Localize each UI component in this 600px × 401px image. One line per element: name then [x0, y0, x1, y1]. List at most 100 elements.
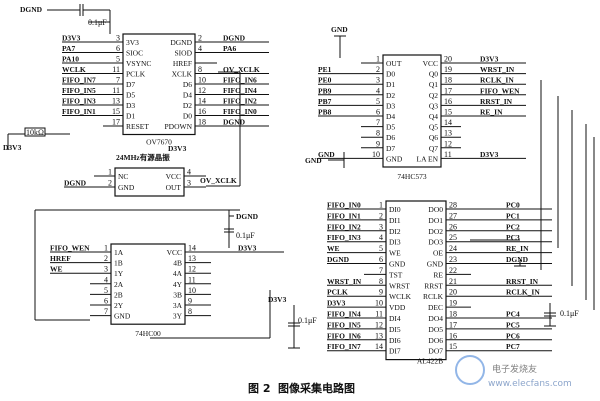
- al422b-net-label: WRST_IN: [327, 277, 362, 286]
- al422b-body: [385, 200, 447, 361]
- ov7670-net-label: OV_XCLK: [223, 65, 260, 74]
- ov7670-net-label: FIFO_IN4: [223, 86, 257, 95]
- ov7670-pin-name: D4: [183, 91, 192, 100]
- al422b-pin-number: 4: [379, 233, 383, 242]
- hc573-pin-name: D4: [386, 112, 395, 121]
- hc573-pin-number: 17: [444, 86, 452, 95]
- hc00-part-name: 74HC00: [135, 329, 161, 338]
- al422b-net-label: RE_IN: [506, 244, 529, 253]
- al422b-pin-number: 2: [379, 211, 383, 220]
- hc00-pin-name: GND: [114, 312, 131, 321]
- al422b-pin-number: 26: [449, 222, 457, 231]
- hc573-pin-number: 9: [376, 139, 380, 148]
- wire-layer: [7, 41, 595, 352]
- hc00-pin-name: 2B: [114, 290, 123, 299]
- hc00-pin-number: 1: [104, 244, 108, 253]
- hc00-pin-number: 10: [188, 286, 196, 295]
- ov7670-pin-name: D5: [126, 91, 135, 100]
- al422b-pin-number: 1: [379, 201, 383, 210]
- hc573-net-label: PE0: [318, 76, 332, 85]
- ov7670-pin-number: 5: [116, 55, 120, 64]
- hc00-pin-number: 4: [104, 275, 108, 284]
- ov7670-pin-number: 8: [198, 65, 202, 74]
- hc573-pin-name: OUT: [386, 59, 402, 68]
- ov7670-pin-number: 6: [116, 44, 120, 53]
- al422b-pin-number: 24: [449, 244, 457, 253]
- net-ovxclk-osc: OV_XCLK: [200, 176, 237, 185]
- hc573-net-label: FIFO_WEN: [480, 86, 520, 95]
- hc00-pin-number: 13: [188, 254, 196, 263]
- al422b-net-label: PC7: [506, 342, 520, 351]
- net-d3v3-osc: D3V3: [168, 144, 187, 153]
- hc00-pin-name: 1B: [114, 259, 123, 268]
- ov7670-net-label: FIFO_IN5: [62, 86, 96, 95]
- ov7670-pin-name: HREF: [173, 59, 192, 68]
- al422b-net-label: DGND: [327, 255, 350, 264]
- hc00-net-label: WE: [50, 265, 63, 274]
- al422b-net-label: FIFO_IN0: [327, 201, 361, 210]
- al422b-pin-name: DI5: [389, 325, 401, 334]
- ov7670-pin-name: 3V3: [126, 38, 139, 47]
- ov7670-net-label: FIFO_IN0: [223, 107, 257, 116]
- al422b-pin-number: 27: [449, 211, 457, 220]
- hc00-pin-name: 3Y: [173, 312, 183, 321]
- ov7670-pin-name: D7: [126, 80, 135, 89]
- osc-pin-name: OUT: [166, 183, 182, 192]
- net-d3v3-al422b: D3V3: [268, 295, 287, 304]
- hc00-net-label: FIFO_WEN: [50, 244, 90, 253]
- hc573-pin-number: 7: [376, 118, 380, 127]
- hc573-net-label: WRST_IN: [480, 65, 515, 74]
- osc-pin-number: 3: [187, 179, 191, 188]
- hc573-pin-number: 8: [376, 129, 380, 138]
- hc573-pin-name: VCC: [423, 59, 438, 68]
- al422b-net-label: PC1: [506, 211, 520, 220]
- ov7670-pin-number: 3: [116, 34, 120, 43]
- net-gnd-573-top: GND: [331, 25, 348, 34]
- al422b-net-label: PCLK: [327, 288, 348, 297]
- ov7670-net-label: FIFO_IN6: [223, 76, 257, 85]
- osc-pin-number: 4: [187, 168, 191, 177]
- al422b-net-label: PC4: [506, 310, 520, 319]
- al422b-net-label: RCLK_IN: [506, 288, 540, 297]
- al422b-pin-number: 5: [379, 244, 383, 253]
- al422b-pin-name: DO4: [428, 314, 443, 323]
- al422b-pin-number: 25: [449, 233, 457, 242]
- hc573-pin-name: Q6: [429, 133, 438, 142]
- hc573-pin-number: 16: [444, 97, 452, 106]
- al422b-pin-number: 9: [379, 288, 383, 297]
- al422b-pin-name: DI4: [389, 314, 401, 323]
- hc573-net-label: D3V3: [480, 55, 499, 64]
- ov7670-pin-name: PCLK: [126, 70, 146, 79]
- hc573-pin-name: Q0: [429, 70, 438, 79]
- al422b-pin-name: RRST: [424, 281, 443, 290]
- ov7670-net-label: FIFO_IN3: [62, 97, 96, 106]
- resistor-value: 10kΩ: [26, 128, 44, 137]
- hc573-pin-name: D2: [386, 91, 395, 100]
- hc573-pin-number: 18: [444, 76, 452, 85]
- al422b-pin-name: VDD: [389, 303, 406, 312]
- hc00-pin-name: 1Y: [114, 269, 124, 278]
- ov7670-pin-number: 10: [198, 76, 206, 85]
- ov7670-pin-number: 13: [112, 97, 120, 106]
- hc573-pin-name: LA EN: [417, 154, 439, 163]
- al422b-part-name: AL422B: [417, 357, 443, 366]
- al422b-pin-number: 12: [375, 320, 383, 329]
- ov7670-net-label: DGND: [223, 118, 246, 127]
- osc-pin-number: 1: [108, 168, 112, 177]
- ov7670-pin-name: XCLK: [172, 70, 193, 79]
- al422b-pin-name: WRST: [389, 281, 410, 290]
- al422b-pin-name: DI6: [389, 336, 401, 345]
- al422b-pin-number: 16: [449, 331, 457, 340]
- cap-al422b-right-value: 0.1μF: [560, 309, 579, 318]
- al422b-net-label: FIFO_IN4: [327, 310, 361, 319]
- hc573-net-label: RCLK_IN: [480, 76, 514, 85]
- net-d3v3-pullup: D3V3: [3, 143, 22, 152]
- hc573-pin-name: Q2: [429, 91, 438, 100]
- al422b-net-label: WE: [327, 244, 340, 253]
- hc573-pin-name: GND: [386, 154, 403, 163]
- hc573-pin-number: 5: [376, 97, 380, 106]
- al422b-net-label: FIFO_IN7: [327, 342, 361, 351]
- ov7670-net-label: DGND: [223, 34, 246, 43]
